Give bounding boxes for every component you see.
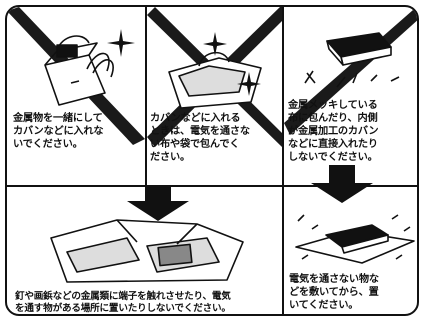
panel-5-caption: 電気を通さない物な どを敷いてから、置 いてください。 <box>289 274 379 311</box>
panel-3-caption: 金属メッキしている 布に包んだり、内側 が金属加工のカバン などに直接入れたり … <box>288 100 379 163</box>
panel-2-caption: カバンなどに入れる ときは、電気を通さな い布や袋で包んでく ださい。 <box>150 113 250 163</box>
panel-1-caption: 金属物を一緒にして カバンなどに入れな いでください。 <box>13 113 104 150</box>
divider-v2 <box>282 7 284 314</box>
battery-on-mat-illustration <box>295 214 415 264</box>
down-arrow-icon <box>127 187 189 221</box>
divider-v1 <box>145 7 147 185</box>
wrapped-batteries-illustration <box>50 219 244 283</box>
down-arrow-icon <box>311 165 373 203</box>
divider-h <box>7 185 417 187</box>
battery-on-metal-cloth-illustration <box>304 32 400 88</box>
bag-with-metal-illustration <box>44 29 135 106</box>
instruction-figure: 金属物を一緒にして カバンなどに入れな いでください。 カバンなどに入れる とき… <box>5 5 419 316</box>
wrapped-bag-illustration <box>168 32 262 109</box>
sparkle-icon <box>107 29 135 57</box>
panel-4-caption: 釘や画鋲などの金属類に端子を触れさせたり、電気 を通す物がある場所に置いたりしな… <box>15 291 231 314</box>
